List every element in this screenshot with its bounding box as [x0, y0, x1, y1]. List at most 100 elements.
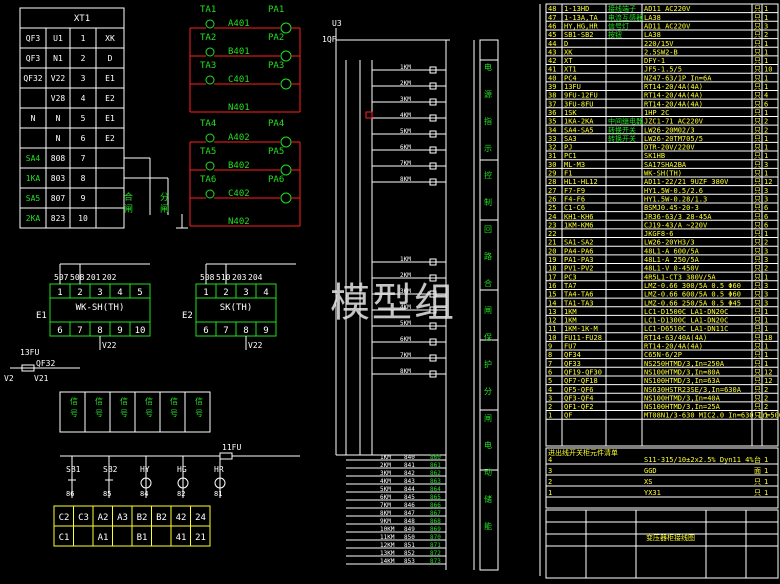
contact-wire-number: 848	[404, 518, 415, 525]
bom-cell: F4-F6	[564, 195, 585, 203]
ta-wire-label: A401	[228, 19, 250, 29]
bom-cell: 43	[548, 48, 556, 56]
bom-cell: 1	[764, 109, 768, 117]
bom-cell: 只	[754, 291, 761, 299]
relay-coil-label: 7KM	[400, 160, 411, 167]
function-label: 护	[484, 359, 492, 369]
contact-wire-number: 840	[404, 454, 415, 461]
bom-outline	[545, 3, 779, 447]
function-label: 能	[484, 521, 492, 531]
e-pin-bottom: 9	[117, 326, 122, 336]
bom-cell: PC4	[564, 74, 577, 82]
function-label: 制	[484, 197, 492, 207]
bom-cell: NS100HTMD/3,In=63A	[644, 377, 721, 385]
bom-cell: HL1-HL12	[564, 178, 598, 186]
ta-wire-label: B401	[228, 47, 250, 57]
watermark: 模型组	[330, 280, 456, 326]
bom-cell: 30	[548, 161, 556, 169]
contact-label: 1KM	[380, 454, 391, 461]
lamp-function-label: 信	[95, 396, 103, 406]
contact-wire-number: 843	[404, 478, 415, 485]
bom-cell: 1	[764, 230, 768, 238]
xt1-cell: 1KA	[26, 174, 41, 183]
bom-cell: 只	[754, 368, 761, 376]
bom-cell: QF33	[564, 360, 581, 368]
relay-coil-label: 5KM	[400, 320, 411, 327]
bom-cell: 48L1-A 600/5A	[644, 247, 700, 255]
relay-coil-label: 8KM	[400, 176, 411, 183]
bom-cell: 35	[548, 118, 556, 126]
bom-cell: 47	[548, 14, 556, 22]
pa-label: PA4	[268, 119, 284, 129]
lamp-function-label: 信	[170, 396, 178, 406]
fuse-label: 11FU	[222, 443, 241, 452]
bom-cell: 3	[764, 299, 768, 307]
function-label: 分	[484, 387, 492, 396]
bom-cell: 45	[548, 31, 556, 39]
bom-cell: 3	[764, 291, 768, 299]
bom-cell: LC1-D1300C LA1-DN20C	[644, 317, 728, 325]
contact-wire-number: 872	[430, 550, 441, 557]
bom-cell: 4	[548, 456, 552, 464]
e-pin-bottom: 7	[223, 326, 228, 336]
xt1-cell: N	[56, 134, 61, 143]
bom-cell: 48	[548, 5, 556, 13]
bom-cell: 1	[548, 412, 552, 420]
xt1-vertical-label: 闸	[160, 204, 169, 215]
bom-cell: 面	[754, 467, 761, 475]
fuse-label: 13FU	[20, 348, 39, 357]
contact-wire-number: 861	[430, 462, 441, 469]
ta-wire-label: N401	[228, 103, 250, 113]
lamp-function-label: 号	[195, 409, 203, 418]
lamp-id: HR	[214, 465, 224, 474]
bom-cell: RT14-20/4A(4A)	[644, 100, 703, 108]
lamp-function-label: 信	[70, 396, 78, 406]
ta-wire-label: N402	[228, 217, 250, 227]
bom-cell: 2	[764, 239, 768, 247]
bom-cell: 14	[548, 299, 556, 307]
bom-cell: 9FU-12FU	[564, 92, 598, 100]
bom-cell: 2	[764, 31, 768, 39]
xt1-cell: 5	[81, 114, 86, 123]
e-pin-top: 2	[77, 288, 82, 298]
bom-cell: LC1-D1500C LA1-DN20C	[644, 308, 728, 316]
pa-label: PA3	[268, 61, 284, 71]
xt1-cell: XK	[105, 34, 115, 43]
contact-label: 7KM	[380, 502, 391, 509]
xt1-cell: SA5	[26, 194, 41, 203]
ta-coil-icon	[205, 189, 215, 199]
bom-cell: 15	[548, 291, 556, 299]
bom-cell: NS100HTMD/3,In=25A	[644, 403, 721, 411]
contact-wire-number: 846	[404, 502, 415, 509]
bom-cell: 1-13A,TA	[564, 14, 599, 22]
e-label: E2	[182, 311, 193, 321]
lamp-function-label: 号	[95, 409, 103, 418]
bom-cell: 3FU-8FU	[564, 100, 594, 108]
e-terminal-number: 508	[70, 273, 85, 282]
relay-coil-icon	[429, 338, 437, 346]
function-label: 源	[484, 90, 492, 99]
bom-cell: 接线端子	[608, 4, 636, 13]
bom-cell: 16	[548, 282, 556, 290]
relay-coil-icon	[429, 146, 437, 154]
relay-coil-icon	[429, 274, 437, 282]
bom-cell: TA7	[564, 282, 577, 290]
bom-cell: 1HP 2C	[644, 109, 669, 117]
bom-cell: 1KM	[564, 308, 577, 316]
bom-cell: TA1-TA3	[564, 299, 594, 307]
pa-label: PA1	[268, 5, 284, 15]
function-label: 合	[484, 278, 492, 288]
bom-cell: 6	[764, 213, 768, 221]
bom-cell: PC3	[564, 273, 577, 281]
contact-wire-number: 870	[430, 534, 441, 541]
bom-cell: AD11-22/21 9UZF 380V	[644, 178, 729, 186]
relay-coil-icon	[429, 162, 437, 170]
ta-wire-label: C402	[228, 189, 250, 199]
lamp-id: SB2	[103, 465, 118, 474]
bom-cell: 1-13HD	[564, 5, 589, 13]
bom-cell: 1	[764, 467, 768, 475]
e-pin-top: 5	[137, 288, 142, 298]
relay-coil-label: 4KM	[400, 304, 411, 311]
bom-cell: 5	[548, 377, 552, 385]
bom-cell: 3	[764, 22, 768, 30]
